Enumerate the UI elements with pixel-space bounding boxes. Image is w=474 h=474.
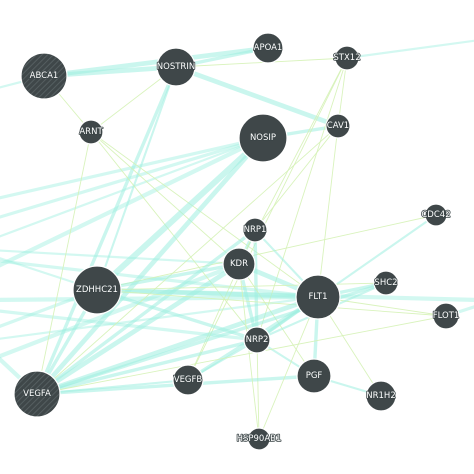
node-label: VEGFA [23, 389, 51, 399]
node-label: HSP90AB1 [237, 434, 282, 444]
node-circle[interactable] [242, 217, 268, 243]
node-circle[interactable] [373, 270, 399, 296]
node-nosip[interactable]: NOSIP [238, 113, 288, 163]
node-circle[interactable] [156, 47, 196, 87]
edge-arnt-kdr [90, 131, 240, 265]
node-circle[interactable] [365, 380, 397, 412]
node-label: NOSIP [250, 133, 276, 143]
node-label: NRP2 [246, 335, 269, 345]
edge-nostrin-stx12 [175, 57, 348, 68]
node-label: CAV1 [327, 121, 349, 131]
node-circle[interactable] [13, 370, 61, 418]
edge-nostrin-vegfa [35, 65, 178, 396]
node-pgf[interactable]: PGF [296, 358, 332, 394]
edge-offscreen-kdr [0, 249, 241, 266]
node-circle[interactable] [252, 32, 284, 64]
node-kdr[interactable]: KDR [222, 247, 256, 281]
edge-zdhhc21-flt1 [94, 287, 321, 300]
node-circle[interactable] [238, 113, 288, 163]
node-circle[interactable] [295, 274, 341, 320]
edge-cav1-flt1 [317, 125, 339, 298]
node-cdc42[interactable]: CDC42 [421, 203, 451, 227]
node-apoa1[interactable]: APOA1 [252, 32, 284, 64]
node-flt1[interactable]: FLT1 [295, 274, 341, 320]
edge-offscreen-stx12 [345, 39, 474, 60]
edge-zdhhc21-flot1 [96, 289, 447, 317]
edge-nosip-zdhhc21 [94, 135, 266, 293]
node-label: FLOT1 [433, 311, 460, 321]
edge-hsp90ab1-flt1 [258, 296, 319, 440]
node-cav1[interactable]: CAV1 [325, 113, 351, 139]
edge-arnt-vegfa [36, 131, 92, 395]
node-label: ARNT [79, 127, 103, 137]
node-arnt[interactable]: ARNT [78, 119, 104, 145]
edge-offscreen-nosip [0, 136, 265, 238]
edge-cav1-vegfa [36, 125, 339, 395]
edge-nostrin-zdhhc21 [95, 65, 178, 292]
edge-nrp2-hsp90ab1 [256, 339, 260, 440]
node-label: NR1H2 [366, 391, 395, 401]
edge-offscreen-nosip [0, 136, 265, 219]
node-circle[interactable] [72, 265, 122, 315]
node-label: NOSTRIN [157, 62, 195, 72]
node-hsp90ab1[interactable]: HSP90AB1 [236, 427, 282, 451]
node-vegfb[interactable]: VEGFB [172, 364, 204, 396]
node-circle[interactable] [325, 113, 351, 139]
node-label: SHC2 [374, 278, 397, 288]
edge-nrp2-vegfa [35, 338, 259, 396]
node-label: PGF [306, 371, 323, 381]
edge-cdc42-zdhhc21 [96, 214, 437, 291]
node-label: KDR [230, 259, 248, 269]
node-circle[interactable] [20, 52, 68, 100]
edge-nrp1-nrp2 [253, 228, 259, 342]
edge-layer [0, 39, 474, 440]
node-circle[interactable] [247, 427, 271, 451]
edge-arnt-flt1 [90, 131, 319, 298]
node-zdhhc21[interactable]: ZDHHC21 [72, 265, 122, 315]
node-circle[interactable] [296, 358, 332, 394]
node-flot1[interactable]: FLOT1 [432, 302, 460, 330]
edge-nostrin-cav1 [173, 64, 341, 129]
node-label: CDC42 [421, 210, 450, 220]
node-nr1h2[interactable]: NR1H2 [365, 380, 397, 412]
node-nostrin[interactable]: NOSTRIN [156, 47, 196, 87]
edge-cav1-nrp1 [254, 125, 339, 231]
node-label: VEGFB [174, 375, 203, 385]
node-vegfa[interactable]: VEGFA [13, 370, 61, 418]
edge-hsp90ab1-kdr [238, 263, 260, 440]
edge-offscreen-nosip [0, 136, 265, 200]
node-label: FLT1 [308, 292, 327, 302]
edge-stx12-nrp2 [256, 57, 348, 341]
node-abca1[interactable]: ABCA1 [20, 52, 68, 100]
node-label: ABCA1 [30, 71, 59, 81]
edge-vegfa-flot1 [36, 315, 447, 395]
node-nrp2[interactable]: NRP2 [243, 326, 271, 354]
node-circle[interactable] [424, 203, 448, 227]
edge-kdr-vegfa [34, 261, 242, 397]
edge-nosip-vegfa [34, 135, 266, 397]
node-circle[interactable] [222, 247, 256, 281]
node-circle[interactable] [78, 119, 104, 145]
node-circle[interactable] [432, 302, 460, 330]
edge-offscreen-kdr [0, 261, 242, 359]
edge-abca1-apoa1 [41, 45, 271, 79]
node-nrp1[interactable]: NRP1 [242, 217, 268, 243]
edge-kdr-pgf [238, 263, 315, 377]
node-label: ZDHHC21 [76, 285, 118, 295]
node-label: STX12 [333, 53, 360, 63]
node-circle[interactable] [172, 364, 204, 396]
node-circle[interactable] [334, 45, 360, 71]
node-label: NRP1 [244, 225, 267, 235]
node-circle[interactable] [243, 326, 271, 354]
node-stx12[interactable]: STX12 [333, 45, 361, 71]
edge-nrp1-vegfa [35, 228, 257, 396]
node-label: APOA1 [254, 43, 283, 53]
node-shc2[interactable]: SHC2 [373, 270, 399, 296]
